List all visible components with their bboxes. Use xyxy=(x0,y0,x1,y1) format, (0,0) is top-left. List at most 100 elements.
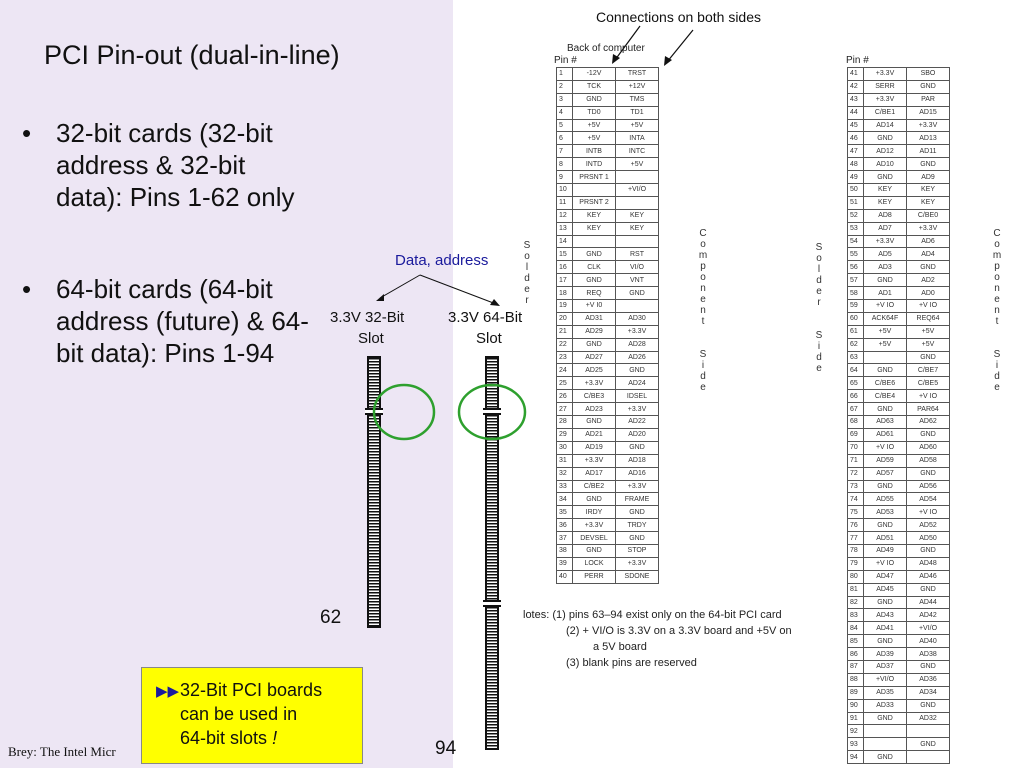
connections-label: Connections on both sides xyxy=(596,9,761,25)
pin-signal-b: GND xyxy=(906,466,950,481)
double-arrow-icon: ▶▶ xyxy=(156,683,180,700)
pin-signal-b: INTC xyxy=(615,144,659,159)
pin-number: 30 xyxy=(556,440,573,455)
pin-signal-a: PRSNT 1 xyxy=(572,170,616,185)
pin-number: 35 xyxy=(556,505,573,520)
pin-number: 58 xyxy=(847,286,864,301)
pin-number: 60 xyxy=(847,311,864,326)
pin-signal-a: GND xyxy=(863,750,907,765)
pin-signal-b xyxy=(906,750,950,765)
pin-signal-b: AD34 xyxy=(906,685,950,700)
pin-signal-a: TD0 xyxy=(572,105,616,120)
pin-signal-b: AD50 xyxy=(906,531,950,545)
pin-signal-a: ACK64F xyxy=(863,311,907,326)
pin-signal-b: GND xyxy=(615,531,659,545)
note-line: (2) + VI/O is 3.3V on a 3.3V board and +… xyxy=(566,625,792,637)
pin-signal-b xyxy=(615,234,659,249)
pin-signal-a: GND xyxy=(863,518,907,533)
pin-signal-a: PERR xyxy=(572,569,616,584)
pin-signal-a: AD33 xyxy=(863,698,907,713)
bullet-dot: • xyxy=(22,118,32,148)
pin-signal-b: KEY xyxy=(615,221,659,236)
callout-box: ▶▶ 32-Bit PCI boards can be used in 64-b… xyxy=(141,667,363,764)
pin-signal-a: AD39 xyxy=(863,647,907,661)
pin-number: 28 xyxy=(556,415,573,429)
pin-signal-a: +5V xyxy=(863,337,907,352)
pin-number: 21 xyxy=(556,324,573,339)
callout-line: can be used in xyxy=(180,704,298,724)
pin-number: 68 xyxy=(847,415,864,429)
pin-signal-b: GND xyxy=(906,543,950,558)
pin-signal-b: +V IO xyxy=(906,389,950,404)
pin-signal-a: AD25 xyxy=(572,363,616,378)
pin-signal-a xyxy=(863,350,907,365)
pin-signal-a: AD61 xyxy=(863,427,907,442)
pin-signal-b: TMS xyxy=(615,92,659,107)
pin-signal-a: AD51 xyxy=(863,531,907,545)
pin-number: 38 xyxy=(556,543,573,558)
pin-signal-a: C/BE3 xyxy=(572,389,616,404)
note-line: (3) blank pins are reserved xyxy=(566,657,697,669)
pin-number: 63 xyxy=(847,350,864,365)
pin-signal-b: AD56 xyxy=(906,479,950,494)
pin-signal-b: C/BE0 xyxy=(906,208,950,223)
pin-signal-b: TRDY xyxy=(615,518,659,533)
pin-signal-a: KEY xyxy=(863,183,907,197)
pin-signal-a: +3.3V xyxy=(863,234,907,249)
pin-signal-b: SBO xyxy=(906,67,950,81)
pin-signal-b xyxy=(615,299,659,313)
pin-signal-b: AD26 xyxy=(615,350,659,365)
pin-signal-a: C/BE4 xyxy=(863,389,907,404)
pin-signal-b: VNT xyxy=(615,273,659,288)
pin-signal-a: GND xyxy=(863,363,907,378)
callout-line: 64-bit slots ! xyxy=(180,726,360,750)
pin-signal-a: AD63 xyxy=(863,415,907,429)
pin-62-label: 62 xyxy=(320,607,342,628)
pin-number: 77 xyxy=(847,531,864,545)
pin-number: 24 xyxy=(556,363,573,378)
pin-signal-b: +3.3V xyxy=(615,402,659,417)
pin-signal-a: KEY xyxy=(572,221,616,236)
pin-number: 17 xyxy=(556,273,573,288)
pin-signal-b: SDONE xyxy=(615,569,659,584)
pin-number: 93 xyxy=(847,737,864,752)
pin-signal-a: KEY xyxy=(572,208,616,223)
pin-signal-b: AD52 xyxy=(906,518,950,533)
pin-number: 29 xyxy=(556,427,573,442)
pin-number: 90 xyxy=(847,698,864,713)
pin-number: 67 xyxy=(847,402,864,417)
pin-number: 88 xyxy=(847,672,864,687)
pin-signal-b: C/BE7 xyxy=(906,363,950,378)
pin-signal-b: TRST xyxy=(615,67,659,81)
data-arrow-64 xyxy=(419,274,497,305)
pin-signal-b: AD6 xyxy=(906,234,950,249)
pin-signal-a: GND xyxy=(572,415,616,429)
pin-signal-b: AD60 xyxy=(906,440,950,455)
pin-number: 78 xyxy=(847,543,864,558)
pin-signal-a: AD35 xyxy=(863,685,907,700)
pin-row: 61+5V+5V xyxy=(847,324,950,339)
pin-signal-a: +3.3V xyxy=(863,92,907,107)
pin-number: 10 xyxy=(556,183,573,197)
